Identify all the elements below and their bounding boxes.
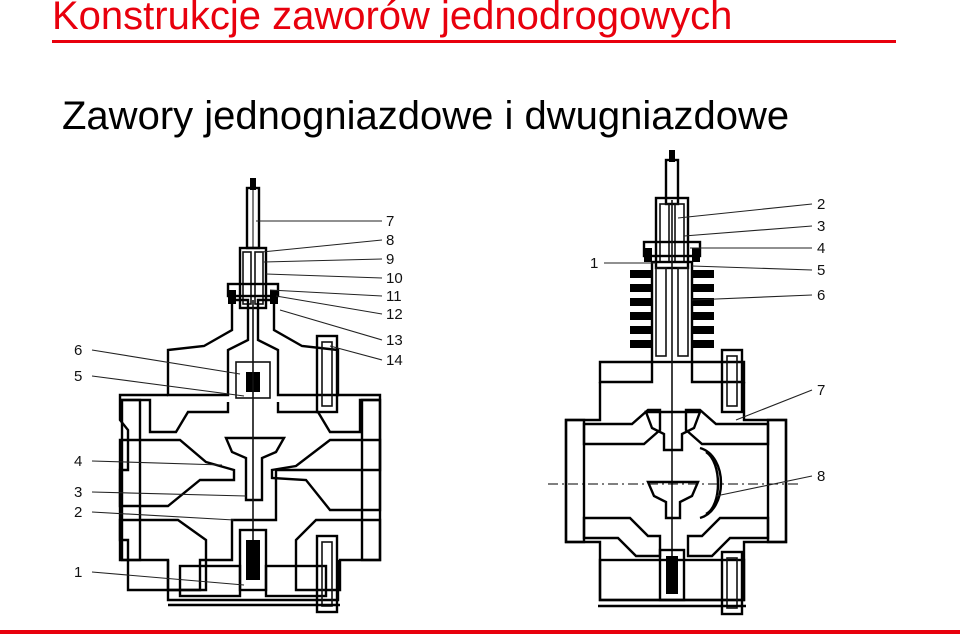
right-label-2: 2: [817, 196, 825, 213]
left-label-10: 10: [386, 270, 403, 287]
left-label-9: 9: [386, 251, 394, 268]
left-label-6: 6: [74, 342, 82, 359]
left-label-7: 7: [386, 213, 394, 230]
left-label-2: 2: [74, 504, 82, 521]
right-label-7: 7: [817, 382, 825, 399]
left-label-11: 11: [386, 288, 402, 305]
left-label-13: 13: [386, 332, 403, 349]
bottom-divider: [0, 630, 960, 634]
right-label-1: 1: [590, 255, 598, 272]
right-label-5: 5: [817, 262, 825, 279]
left-valve-drawing: [118, 178, 382, 614]
left-label-14: 14: [386, 352, 403, 369]
right-valve-drawing: [548, 150, 800, 616]
left-valve-callouts: 7 8 9 10 11 12 13 14 6 5 4 3 2 1: [74, 213, 403, 586]
right-label-8: 8: [817, 468, 825, 485]
page-subtitle: Zawory jednogniazdowe i dwugniazdowe: [62, 94, 790, 138]
title-underline: [52, 40, 896, 43]
left-label-5: 5: [74, 368, 82, 385]
right-label-6: 6: [817, 287, 825, 304]
right-label-3: 3: [817, 218, 825, 235]
left-label-3: 3: [74, 484, 82, 501]
right-valve-callouts: 2 3 4 5 6 7 8 1: [590, 196, 825, 497]
left-label-4: 4: [74, 453, 82, 470]
left-label-1: 1: [74, 564, 82, 581]
right-label-4: 4: [817, 240, 825, 257]
page-title: Konstrukcje zaworów jednodrogowych: [52, 0, 733, 38]
left-label-12: 12: [386, 306, 403, 323]
left-label-8: 8: [386, 232, 394, 249]
